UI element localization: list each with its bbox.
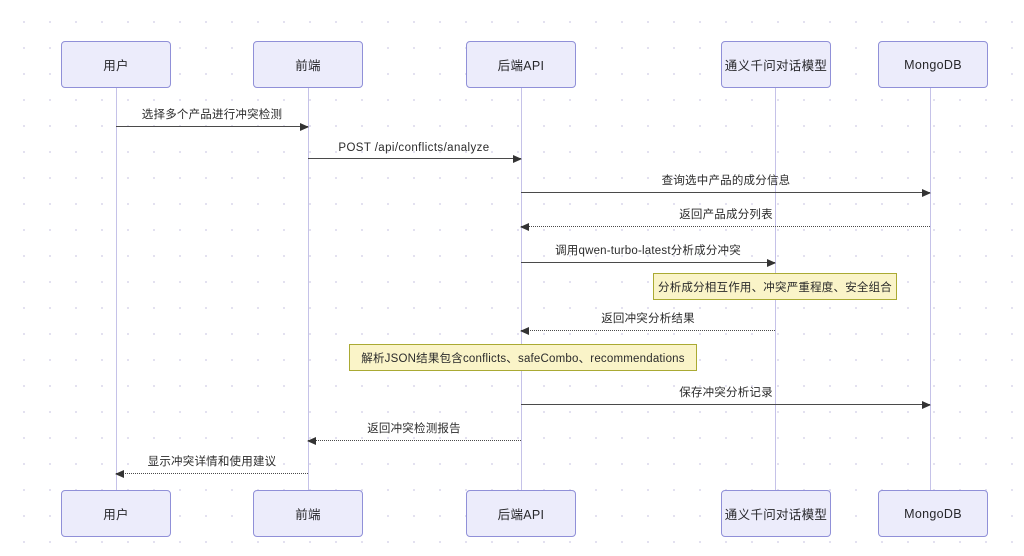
arrowhead-right-icon xyxy=(922,188,931,197)
message-label-5: 调用qwen-turbo-latest分析成分冲突 xyxy=(555,245,741,257)
participant-box-qwen-top[interactable]: 通义千问对话模型 xyxy=(721,41,831,88)
message-label-6: 返回冲突分析结果 xyxy=(601,313,695,325)
participant-box-backend-top[interactable]: 后端API xyxy=(466,41,576,88)
message-arrow-4 xyxy=(520,222,930,231)
message-label-4: 返回产品成分列表 xyxy=(679,209,773,221)
participant-box-user-bottom[interactable]: 用户 xyxy=(61,490,171,537)
message-arrow-7 xyxy=(521,400,931,409)
lifeline-frontend xyxy=(308,88,309,490)
participant-box-mongodb-bottom[interactable]: MongoDB xyxy=(878,490,988,537)
arrowhead-right-icon xyxy=(922,400,931,409)
message-arrow-1 xyxy=(116,122,309,131)
message-arrow-8 xyxy=(307,436,521,445)
participant-box-user-top[interactable]: 用户 xyxy=(61,41,171,88)
arrowhead-right-icon xyxy=(513,154,522,163)
message-label-8: 返回冲突检测报告 xyxy=(367,423,461,435)
lifeline-backend xyxy=(521,88,522,490)
participant-box-mongodb-top[interactable]: MongoDB xyxy=(878,41,988,88)
arrowhead-left-icon xyxy=(520,222,529,231)
participant-box-frontend-bottom[interactable]: 前端 xyxy=(253,490,363,537)
arrowhead-left-icon xyxy=(520,326,529,335)
lifeline-user xyxy=(116,88,117,490)
arrowhead-right-icon xyxy=(300,122,309,131)
message-arrow-3 xyxy=(521,188,931,197)
message-label-9: 显示冲突详情和使用建议 xyxy=(147,456,277,468)
participant-box-backend-bottom[interactable]: 后端API xyxy=(466,490,576,537)
arrowhead-right-icon xyxy=(767,258,776,267)
arrowhead-left-icon xyxy=(307,436,316,445)
participant-box-frontend-top[interactable]: 前端 xyxy=(253,41,363,88)
message-arrow-5 xyxy=(521,258,776,267)
note-json-parse: 解析JSON结果包含conflicts、safeCombo、recommenda… xyxy=(349,344,697,371)
note-analysis-scope: 分析成分相互作用、冲突严重程度、安全组合 xyxy=(653,273,897,300)
message-label-1: 选择多个产品进行冲突检测 xyxy=(141,109,283,121)
message-label-3: 查询选中产品的成分信息 xyxy=(661,175,791,187)
arrowhead-left-icon xyxy=(115,469,124,478)
message-label-7: 保存冲突分析记录 xyxy=(679,387,773,399)
lifeline-mongodb xyxy=(930,88,931,490)
message-arrow-2 xyxy=(308,154,522,163)
message-arrow-9 xyxy=(115,469,308,478)
participant-box-qwen-bottom[interactable]: 通义千问对话模型 xyxy=(721,490,831,537)
message-label-2: POST /api/conflicts/analyze xyxy=(338,142,490,154)
message-arrow-6 xyxy=(520,326,775,335)
